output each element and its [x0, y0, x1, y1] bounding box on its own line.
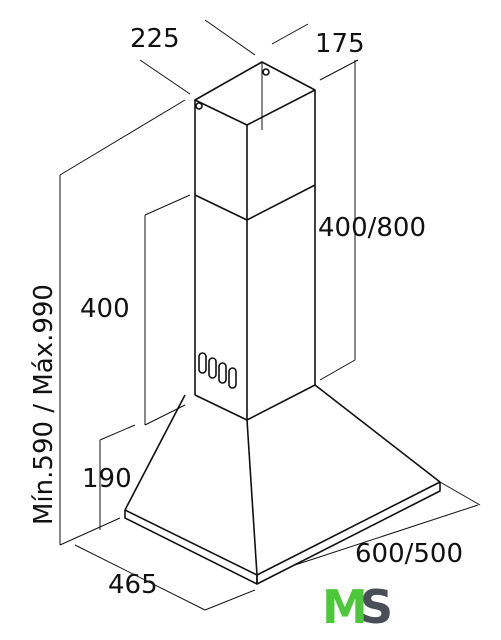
- dim-190-label: 190: [82, 464, 132, 494]
- dim-175-ext-right: [319, 59, 359, 81]
- dim-190-ext: [99, 424, 136, 441]
- canopy-right-slope: [314, 384, 441, 483]
- dim-175-ext-left: [271, 23, 309, 45]
- dim-400-800-ext: [319, 359, 356, 381]
- dim-400-ext-bottom: [144, 404, 186, 426]
- chimney-base-line: [194, 384, 316, 421]
- dim-400-label: 400: [80, 294, 130, 324]
- dim-total-ext-top: [59, 99, 186, 176]
- dim-total-height-label: Mín.590 / Máx.990: [29, 284, 59, 525]
- dim-465-ext: [204, 589, 256, 611]
- dim-225-label: 225: [130, 24, 180, 54]
- canopy-right-rim: [256, 482, 441, 585]
- canopy-left-slope: [124, 394, 186, 511]
- dim-225-ext-right: [204, 19, 256, 56]
- dim-465-label: 465: [108, 570, 158, 600]
- logo-letter-s: S: [360, 580, 393, 634]
- dim-base-ext: [59, 517, 121, 546]
- screw-hole-icon: [195, 102, 203, 110]
- dim-400-ext-top: [144, 194, 191, 216]
- dim-175-label: 175: [315, 29, 365, 59]
- dimension-lines: [59, 19, 481, 611]
- dim-400-800-label: 400/800: [318, 213, 426, 243]
- dim-600-500-ext: [439, 481, 481, 506]
- canopy-front-edge: [246, 419, 258, 576]
- dim-600-500-line: [294, 504, 479, 566]
- dim-225-ext-left: [139, 59, 191, 95]
- dim-600-500-label: 600/500: [355, 539, 463, 569]
- extractor-hood-drawing: [124, 61, 441, 585]
- dim-465-line: [74, 544, 206, 611]
- vent-slots-icon: [198, 352, 237, 389]
- ms-logo: M S: [322, 580, 393, 634]
- screw-hole-icon: [262, 68, 270, 76]
- chimney-joint-line: [194, 184, 316, 221]
- chimney-top-outline: [194, 61, 316, 126]
- logo-letter-m: M: [322, 580, 368, 634]
